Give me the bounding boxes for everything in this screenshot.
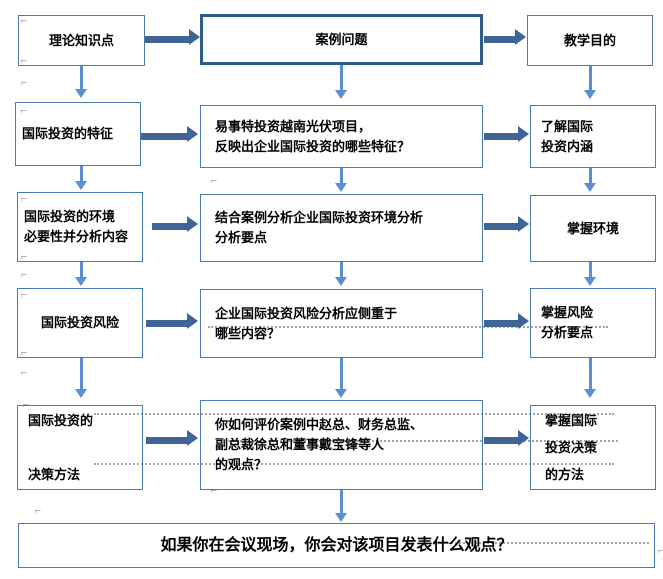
arrow-down-right-3-shaft [589, 358, 592, 390]
arrow-down-mid-1-shaft [340, 168, 343, 184]
dot-leader-line [94, 413, 614, 417]
dot-leader-line [208, 326, 608, 330]
arrow-row-1-right-shaft [484, 223, 519, 230]
pilcrow-mark: ⌐ [20, 349, 28, 359]
arrow-down-left-1-head [75, 181, 87, 190]
box-row-3-middle[interactable]: 你如何评价案例中赵总、财务总监、 副总裁徐总和董事戴宝锋等人 的观点？ [200, 400, 483, 490]
arrow-down-right-2-head [584, 277, 596, 286]
box-row-1-middle-label: 结合案例分析企业国际投资环境分析 分析要点 [215, 210, 424, 245]
arrow-down-left-3-head [75, 389, 87, 398]
arrow-theory-to-case-head [189, 29, 200, 45]
arrow-down-right-0-shaft [589, 66, 592, 91]
arrow-down-left-2-shaft [80, 262, 83, 278]
box-row-3-middle-label: 你如何评价案例中赵总、财务总监、 副总裁徐总和董事戴宝锋等人 的观点？ [215, 417, 424, 472]
box-row-2-left-label: 国际投资风险 [40, 315, 119, 330]
box-row-2-left[interactable]: 国际投资风险 [17, 288, 143, 358]
box-row-0-middle-label: 易事特投资越南光伏项目， 反映出企业国际投资的哪些特征？ [215, 118, 411, 154]
box-header-case[interactable]: 案例问题 [200, 14, 483, 65]
arrow-down-right-2-shaft [589, 262, 592, 278]
arrow-row-2-left-head [187, 313, 198, 329]
box-row-1-left-label: 国际投资的环境 必要性并分析内容 [24, 209, 129, 244]
box-header-case-label: 案例问题 [315, 31, 368, 47]
arrow-down-left-0-head [75, 89, 87, 98]
arrow-down-footer-head [335, 513, 347, 522]
dot-leader-line [94, 463, 614, 467]
arrow-down-right-1-head [584, 183, 596, 192]
pilcrow-mark: ⌐ [20, 17, 28, 27]
pilcrow-mark: ⌐ [20, 271, 28, 281]
arrow-row-1-left-head [187, 216, 198, 232]
arrow-down-left-2-head [75, 277, 87, 286]
arrow-down-mid-0-head [335, 90, 347, 99]
pilcrow-mark: ⌐ [20, 107, 28, 117]
arrow-row-3-right-head [518, 430, 529, 446]
arrow-row-3-right-shaft [484, 437, 519, 444]
arrow-case-to-teaching-shaft [484, 36, 516, 43]
pilcrow-mark: ⌐ [34, 507, 42, 517]
arrow-down-right-0-head [584, 90, 596, 99]
arrow-down-footer-shaft [340, 490, 343, 514]
box-row-0-left-label: 国际投资的特征 [22, 126, 114, 141]
pilcrow-mark: ⌐ [20, 79, 28, 89]
pilcrow-mark: ⌐ [22, 401, 30, 411]
box-row-1-middle[interactable]: 结合案例分析企业国际投资环境分析 分析要点 [200, 194, 483, 262]
box-row-0-right-label: 了解国际 投资内涵 [541, 118, 594, 154]
arrow-row-0-right-head [518, 126, 529, 142]
box-row-3-left-label: 国际投资的 决策方法 [28, 413, 94, 482]
box-row-3-right-label: 掌握国际 投资决策 的方法 [545, 413, 598, 482]
arrow-down-mid-0-shaft [340, 65, 343, 91]
box-row-2-right-label: 掌握风险 分析要点 [541, 305, 594, 340]
arrow-row-1-left-shaft [152, 223, 188, 230]
pilcrow-mark: ⌐ [210, 177, 218, 187]
arrow-down-left-0-shaft [80, 66, 83, 90]
arrow-row-2-right-shaft [484, 320, 519, 327]
box-row-0-left[interactable]: 国际投资的特征 [15, 102, 141, 166]
pilcrow-mark: ⌐ [210, 487, 218, 497]
box-row-1-right-label: 掌握环境 [566, 220, 619, 236]
arrow-down-mid-1-head [335, 183, 347, 192]
arrow-down-left-3-shaft [80, 358, 83, 390]
arrow-down-right-3-head [584, 389, 596, 398]
box-header-teaching-label: 教学目的 [563, 32, 616, 48]
arrow-row-2-left-shaft [146, 320, 188, 327]
box-row-0-right[interactable]: 了解国际 投资内涵 [530, 105, 656, 168]
box-header-theory[interactable]: 理论知识点 [18, 15, 145, 66]
pilcrow-mark: ⌐ [20, 291, 28, 301]
arrow-row-1-right-head [518, 216, 529, 232]
box-row-2-middle-label: 企业国际投资风险分析应侧重于 哪些内容？ [215, 305, 398, 341]
box-footer-question-label: 如果你在会议现场，你会对该项目发表什么观点？ [160, 536, 513, 554]
arrow-case-to-teaching-head [515, 29, 526, 45]
arrow-row-3-left-shaft [146, 437, 188, 444]
box-header-theory-label: 理论知识点 [48, 32, 114, 48]
arrow-down-left-1-shaft [80, 166, 83, 182]
arrow-down-mid-2-head [335, 277, 347, 286]
arrow-row-0-right-shaft [484, 133, 519, 140]
pilcrow-mark: ⌐ [20, 195, 28, 205]
arrow-down-right-1-shaft [589, 168, 592, 184]
arrow-row-3-left-head [187, 430, 198, 446]
box-row-3-right[interactable]: 掌握国际 投资决策 的方法 [530, 405, 656, 490]
pilcrow-mark: ⌐ [20, 57, 28, 67]
box-row-1-left[interactable]: 国际投资的环境 必要性并分析内容 [17, 192, 143, 262]
pilcrow-mark: ⌐ [20, 369, 28, 379]
pilcrow-mark: ⌐ [657, 547, 663, 557]
box-header-teaching[interactable]: 教学目的 [527, 15, 653, 66]
dot-leader-line [228, 440, 618, 444]
arrow-down-mid-2-shaft [340, 262, 343, 278]
arrow-theory-to-case-shaft [145, 36, 190, 43]
box-row-3-left[interactable]: 国际投资的 决策方法 [17, 405, 143, 490]
box-row-2-middle[interactable]: 企业国际投资风险分析应侧重于 哪些内容？ [200, 289, 483, 358]
arrow-row-2-right-head [518, 313, 529, 329]
arrow-down-mid-3-head [335, 389, 347, 398]
arrow-row-0-left-shaft [141, 133, 188, 140]
arrow-row-0-left-head [187, 126, 198, 142]
arrow-down-mid-3-shaft [340, 358, 343, 390]
box-row-2-right[interactable]: 掌握风险 分析要点 [530, 288, 656, 358]
pilcrow-mark: ⌐ [20, 253, 28, 263]
box-row-0-middle[interactable]: 易事特投资越南光伏项目， 反映出企业国际投资的哪些特征？ [200, 105, 483, 168]
box-row-1-right[interactable]: 掌握环境 [530, 195, 656, 262]
dot-leader-line [434, 542, 649, 546]
box-footer-question[interactable]: 如果你在会议现场，你会对该项目发表什么观点？ [18, 523, 655, 568]
